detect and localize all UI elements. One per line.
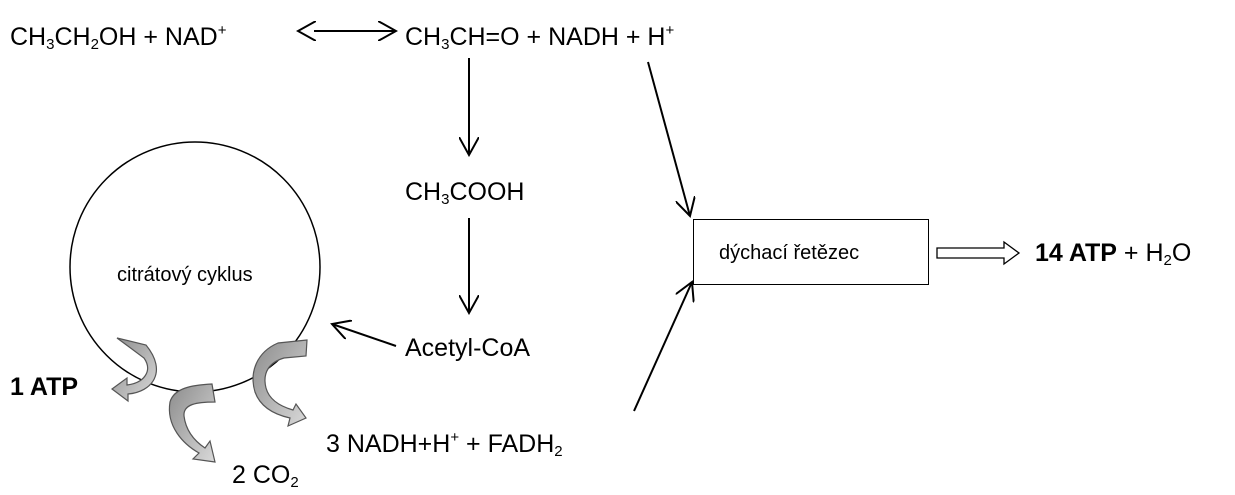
arrow-acetyl-coa-to-cycle <box>332 324 397 347</box>
acetyl-coa-label: Acetyl-CoA <box>405 334 531 362</box>
respiratory-chain-box <box>693 219 929 285</box>
curved-arrow-atp <box>110 337 157 403</box>
arrow-nadh-to-chain <box>647 61 690 216</box>
citrate-cycle-label: citrátový cyklus <box>117 264 253 286</box>
product-label: CH3CH=O + NADH + H+ <box>405 22 675 53</box>
acetic-acid-label: CH3COOH <box>405 178 525 208</box>
nadh-fadh-label: 3 NADH+H+ + FADH2 <box>326 429 563 460</box>
arrow-fadh-to-chain <box>633 282 692 412</box>
curved-arrow-co2 <box>168 383 216 463</box>
co2-label: 2 CO2 <box>232 461 299 491</box>
reactant-label: CH3CH2OH + NAD+ <box>10 22 227 53</box>
curved-arrow-nadh-fadh <box>252 339 308 428</box>
atp-output-label: 1 ATP <box>10 373 79 401</box>
result-label: 14 ATP + H2O <box>1035 239 1192 269</box>
block-arrow-to-atp <box>936 240 1021 266</box>
respiratory-chain-label: dýchací řetězec <box>719 242 860 264</box>
